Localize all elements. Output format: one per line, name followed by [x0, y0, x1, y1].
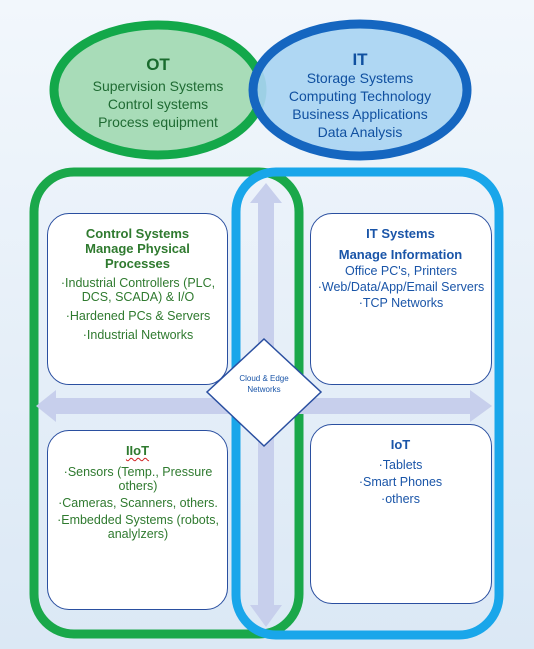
it-item: Business Applications	[292, 106, 428, 122]
list-item: ·Hardened PCs & Servers	[65, 309, 211, 323]
iiot-title: IIoT	[55, 443, 220, 458]
list-item: ·TCP Networks	[358, 296, 444, 310]
iot-list: ·Tablets ·Smart Phones ·others	[318, 458, 483, 509]
control-systems-title: Control Systems	[85, 226, 190, 241]
control-systems-list: ·Industrial Controllers (PLC, DCS, SCADA…	[52, 276, 224, 347]
list-item: ·Tablets	[378, 458, 423, 472]
control-systems-subtitle: Manage Physical Processes	[85, 241, 190, 271]
iiot-box	[47, 430, 228, 610]
list-item: ·Web/Data/App/Email Servers	[317, 280, 485, 294]
it-item: Storage Systems	[306, 70, 414, 86]
control-systems-box	[47, 213, 228, 385]
list-item: Office PC's, Printers	[345, 264, 457, 278]
ot-item: Supervision Systems	[92, 78, 224, 94]
it-systems-list: Office PC's, Printers ·Web/Data/App/Emai…	[314, 264, 488, 312]
list-item: ·others	[381, 492, 420, 506]
cloud-edge-diamond	[205, 337, 323, 448]
iiot-list: ·Sensors (Temp., Pressure others) ·Camer…	[52, 465, 224, 544]
iot-box	[310, 424, 492, 604]
cloud-edge-label: Cloud & Edge Networks	[239, 374, 289, 394]
ot-item: Process equipment	[98, 114, 218, 130]
it-item: Data Analysis	[317, 124, 403, 140]
ot-title: OT	[146, 55, 170, 74]
list-item: ·Sensors (Temp., Pressure others)	[63, 465, 213, 493]
it-title: IT	[352, 50, 368, 69]
ot-items: Supervision Systems Control systems Proc…	[68, 77, 248, 131]
it-item: Computing Technology	[288, 88, 432, 104]
list-item: ·Industrial Controllers (PLC, DCS, SCADA…	[60, 276, 216, 304]
iot-title: IoT	[390, 437, 411, 452]
ot-item: Control systems	[107, 96, 209, 112]
it-items: Storage Systems Computing Technology Bus…	[260, 69, 460, 141]
it-systems-box	[310, 213, 492, 385]
list-item: ·Industrial Networks	[82, 328, 194, 342]
list-item: ·Embedded Systems (robots, analylzers)	[57, 513, 219, 541]
iiot-title-text: IIoT	[125, 443, 150, 458]
it-systems-title: IT Systems	[366, 226, 435, 241]
list-item: ·Cameras, Scanners, others.	[58, 496, 218, 510]
it-ellipse	[248, 19, 472, 161]
list-item: ·Smart Phones	[358, 475, 443, 489]
it-systems-subtitle: Manage Information	[338, 247, 463, 262]
